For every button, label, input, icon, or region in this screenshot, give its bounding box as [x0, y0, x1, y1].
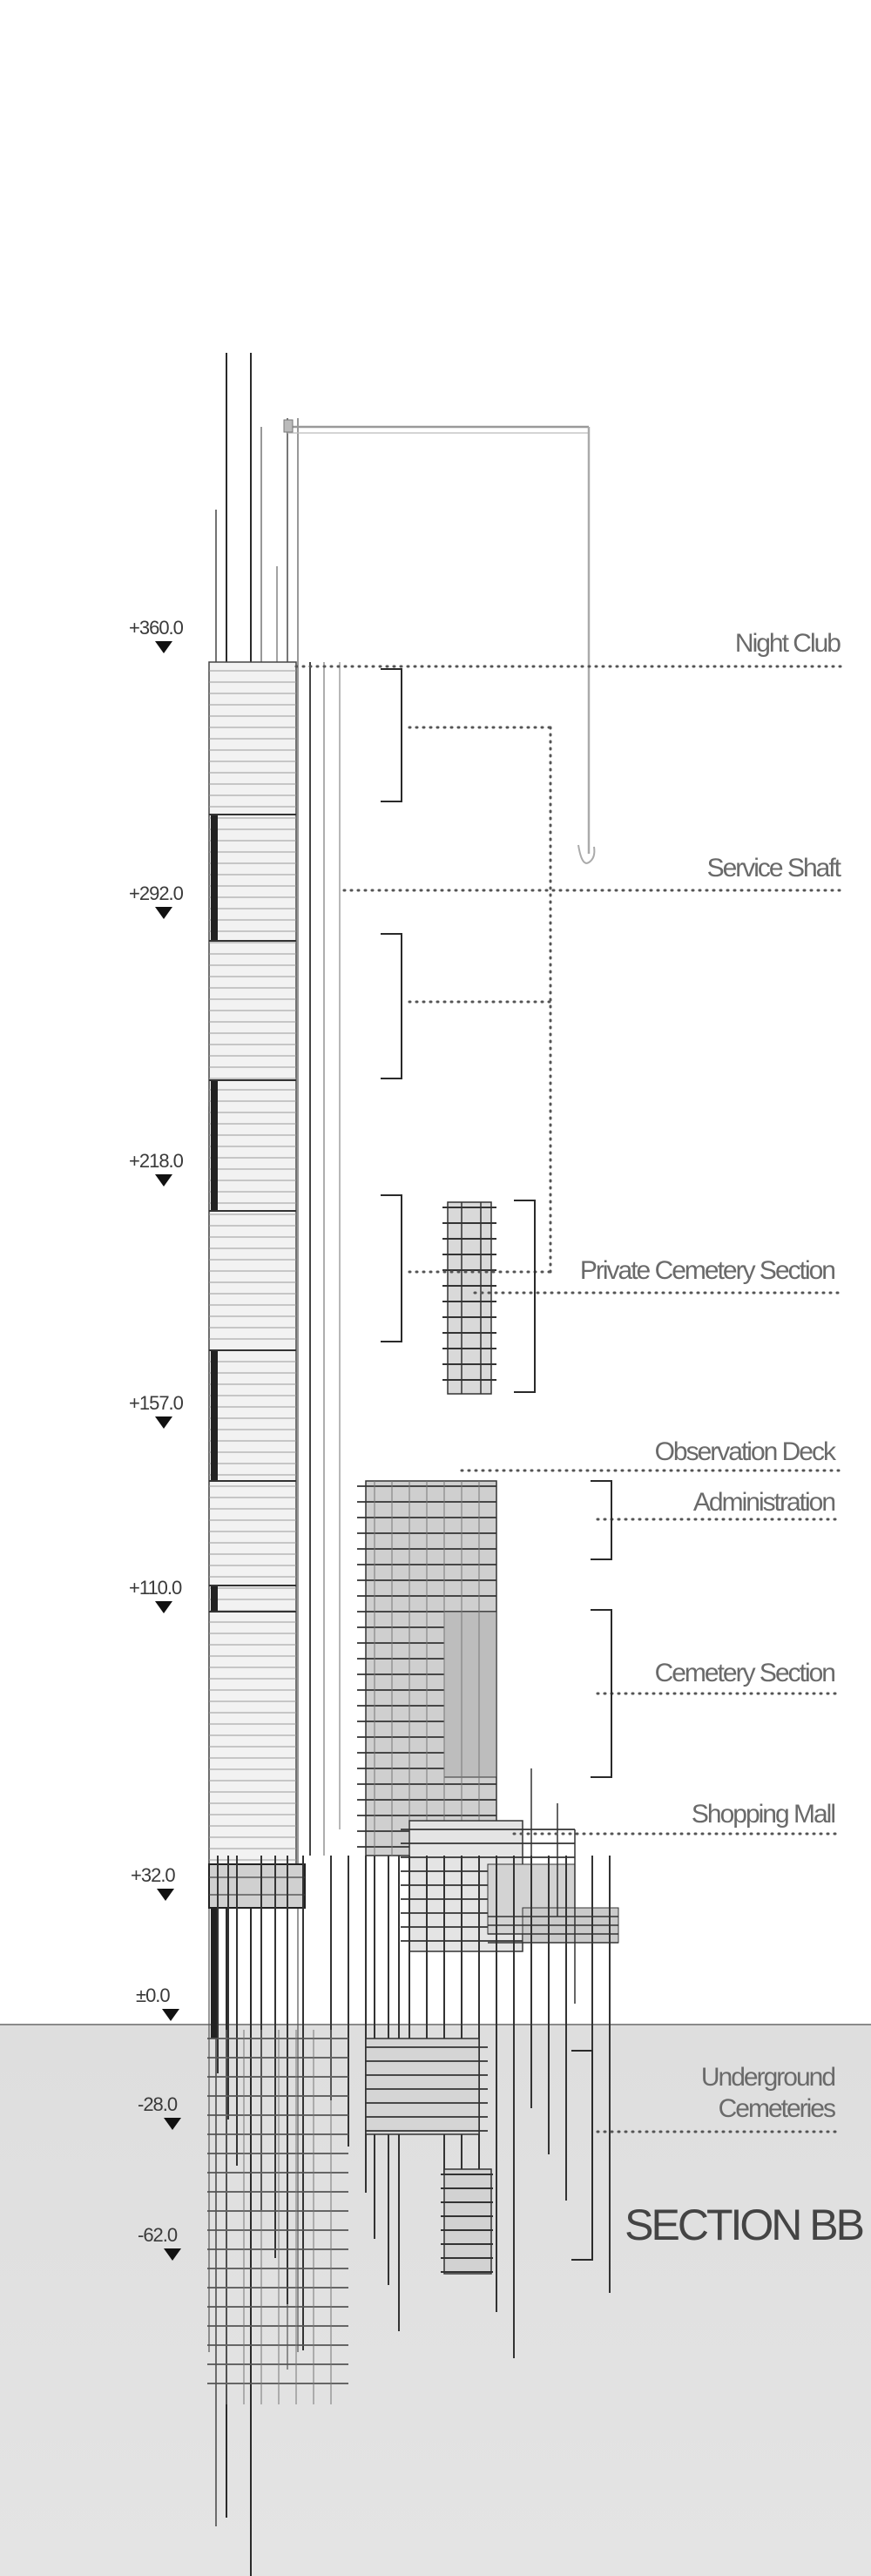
elevation-marker-minus62: -62.0 — [138, 2224, 181, 2261]
bracket-zone — [381, 1194, 402, 1342]
private-cemetery-mass — [447, 1201, 492, 1395]
bracket-private-cemetery — [514, 1200, 536, 1393]
label-underground-line1: Underground — [700, 2063, 836, 2092]
elevation-triangle-icon — [164, 2248, 181, 2261]
crane-cab — [283, 419, 294, 433]
elevation-triangle-icon — [155, 1416, 172, 1429]
facade-band — [211, 1585, 218, 1612]
elevation-marker-157: +157.0 — [129, 1392, 184, 1429]
bracket-night-club — [381, 668, 402, 802]
elevation-label: +292.0 — [129, 882, 184, 904]
elevation-marker-32: +32.0 — [131, 1864, 176, 1901]
tower-mass — [208, 661, 297, 1865]
label-service-shaft: Service Shaft — [706, 854, 841, 882]
elevation-label: -62.0 — [138, 2224, 178, 2246]
elevation-triangle-icon — [157, 1889, 174, 1901]
bracket-administration — [591, 1480, 612, 1560]
elevation-label: +218.0 — [129, 1150, 184, 1172]
label-underground-cemeteries: Underground Cemeteries — [700, 2062, 836, 2125]
facade-band — [211, 815, 218, 941]
elevation-marker-292: +292.0 — [129, 882, 184, 919]
elevation-marker-218: +218.0 — [129, 1150, 184, 1187]
elevation-label: +157.0 — [129, 1392, 184, 1414]
elevation-marker-360: +360.0 — [129, 617, 184, 653]
elevation-marker-0: ±0.0 — [136, 1984, 179, 2021]
underground-mass — [365, 2038, 480, 2135]
cemetery-mass — [443, 1611, 497, 1778]
label-cemetery-section: Cemetery Section — [654, 1659, 836, 1687]
label-underground-line2: Cemeteries — [718, 2094, 836, 2123]
bracket-zone — [381, 933, 402, 1079]
section-title: SECTION BB — [625, 2201, 865, 2249]
label-shopping-mall: Shopping Mall — [691, 1800, 836, 1829]
facade-band — [211, 1864, 218, 2038]
elevation-triangle-icon — [155, 1174, 172, 1187]
bracket-underground — [571, 2050, 593, 2261]
label-night-club: Night Club — [734, 629, 841, 658]
label-administration: Administration — [692, 1488, 836, 1517]
crane-hook-icon — [577, 844, 596, 864]
podium-slab — [208, 1863, 306, 1909]
elevation-marker-110: +110.0 — [129, 1577, 182, 1613]
facade-band — [211, 1350, 218, 1481]
elevation-label: +110.0 — [129, 1577, 182, 1599]
elevation-label: ±0.0 — [136, 1984, 171, 2006]
elevation-triangle-icon — [155, 641, 172, 653]
underground-mass — [443, 2168, 492, 2275]
elevation-triangle-icon — [162, 2009, 179, 2021]
elevation-label: +360.0 — [129, 617, 184, 639]
elevation-label: -28.0 — [138, 2093, 178, 2115]
label-private-cemetery-section: Private Cemetery Section — [579, 1256, 836, 1285]
elevation-label: +32.0 — [131, 1864, 176, 1886]
elevation-triangle-icon — [155, 907, 172, 919]
label-observation-deck: Observation Deck — [654, 1437, 836, 1466]
elevation-triangle-icon — [155, 1601, 172, 1613]
bracket-cemetery-section — [591, 1609, 612, 1778]
elevation-marker-minus28: -28.0 — [138, 2093, 181, 2130]
elevation-triangle-icon — [164, 2118, 181, 2130]
facade-band — [211, 1080, 218, 1211]
